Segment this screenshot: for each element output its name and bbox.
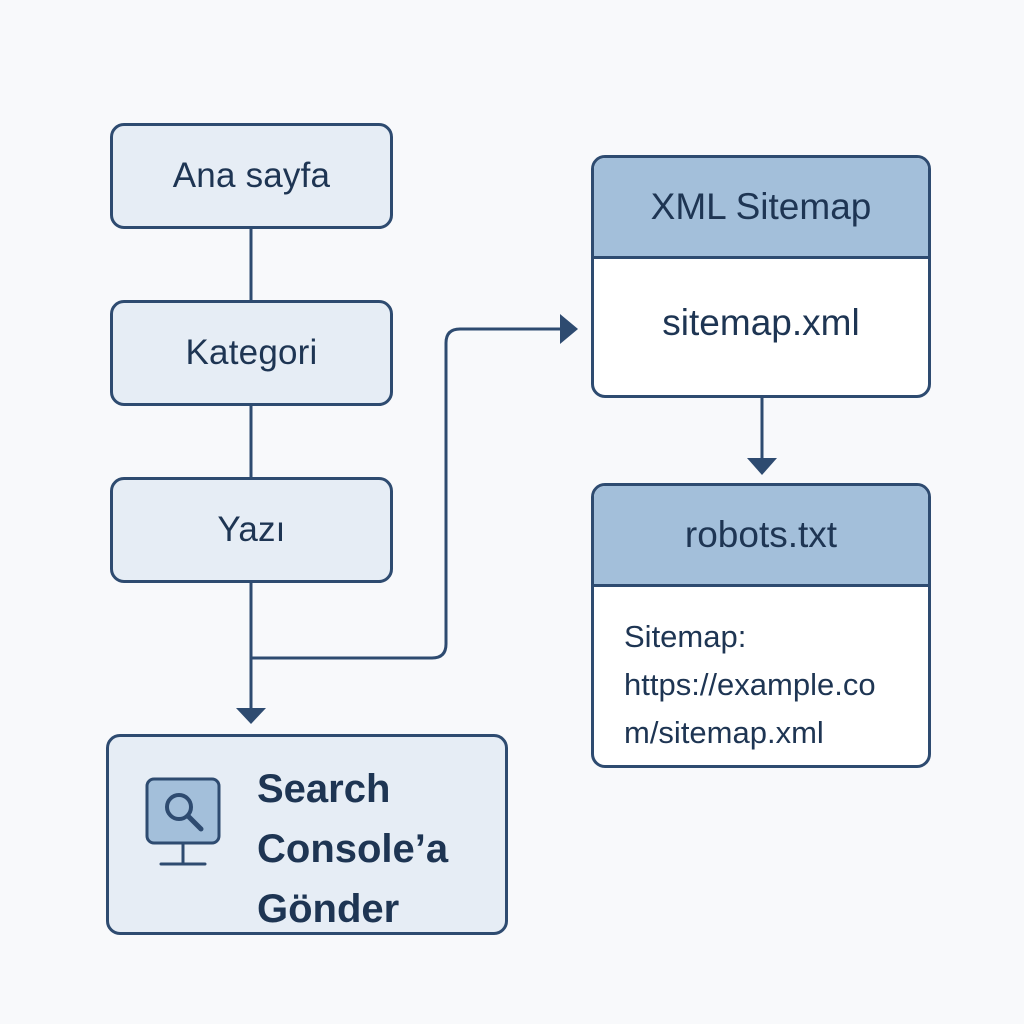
robots-line: m/sitemap.xml bbox=[624, 715, 824, 750]
arrowhead-robots bbox=[747, 458, 777, 475]
robots-header: robots.txt bbox=[594, 486, 928, 587]
arrowhead-sitemap bbox=[560, 314, 578, 344]
node-xml-sitemap: XML Sitemap sitemap.xml bbox=[591, 155, 931, 398]
node-category: Kategori bbox=[110, 300, 393, 406]
robots-content: Sitemap: https://example.co m/sitemap.xm… bbox=[594, 587, 928, 757]
search-console-line: Search bbox=[257, 767, 391, 811]
robots-line: https://example.co bbox=[624, 667, 876, 702]
search-console-label: Search Console’a Gönder bbox=[257, 759, 448, 939]
sitemap-content: sitemap.xml bbox=[662, 302, 860, 343]
node-search-console: Search Console’a Gönder bbox=[106, 734, 508, 935]
node-post: Yazı bbox=[110, 477, 393, 583]
monitor-search-icon bbox=[145, 777, 221, 866]
search-console-line: Console’a bbox=[257, 827, 449, 871]
node-home-label: Ana sayfa bbox=[172, 156, 331, 195]
sitemap-header: XML Sitemap bbox=[594, 158, 928, 259]
node-home-page: Ana sayfa bbox=[110, 123, 393, 229]
connector-post-to-sitemap bbox=[249, 327, 564, 660]
search-console-line: Gönder bbox=[257, 887, 400, 931]
node-post-label: Yazı bbox=[217, 510, 286, 549]
node-category-label: Kategori bbox=[185, 333, 318, 372]
robots-line: Sitemap: bbox=[624, 619, 747, 654]
arrowhead-search bbox=[236, 708, 266, 724]
node-robots-txt: robots.txt Sitemap: https://example.co m… bbox=[591, 483, 931, 768]
